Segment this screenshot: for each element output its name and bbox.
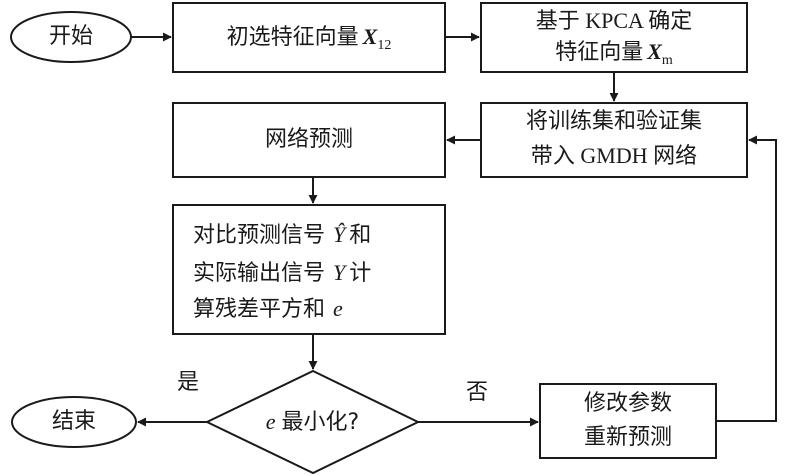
compare-line1-var: Ŷ <box>333 222 346 247</box>
yes-label: 是 <box>177 370 200 395</box>
preselect-sub: 12 <box>377 38 392 53</box>
decision-text: 最小化? <box>281 410 360 435</box>
decision-node <box>204 369 421 475</box>
decision-var: e <box>265 409 276 434</box>
compare-line1-prefix: 对比预测信号 <box>193 223 326 248</box>
predict-label: 网络预测 <box>264 127 353 152</box>
compare-line3-var: e <box>333 296 343 321</box>
preselect-var: X <box>362 24 378 49</box>
kpca-sub: m <box>661 53 673 68</box>
compare-label-line3: 算残差平方和 e <box>193 298 343 321</box>
kpca-text-line1: 基于 KPCA 确定 <box>535 8 693 33</box>
predict-node <box>172 102 446 178</box>
start-label: 开始 <box>48 24 93 49</box>
modify-label-line1: 修改参数 <box>583 391 672 416</box>
compare-line2-prefix: 实际输出信号 <box>193 261 326 286</box>
compare-node <box>172 204 446 335</box>
preselect-text: 初选特征向量 <box>226 25 359 50</box>
train-label-line1: 将训练集和验证集 <box>525 109 702 134</box>
end-label: 结束 <box>51 409 96 434</box>
train-node <box>480 102 748 178</box>
preselect-node <box>172 2 446 73</box>
compare-line2-suffix: 计 <box>349 261 372 286</box>
kpca-var: X <box>647 39 662 64</box>
compare-line3-prefix: 算残差平方和 <box>193 297 326 322</box>
train-text-line2: 带入 GMDH 网络 <box>530 143 698 168</box>
modify-label-line2: 重新预测 <box>583 425 672 450</box>
edge-modify-to-train <box>716 135 777 422</box>
end-node <box>11 396 137 448</box>
kpca-node <box>480 2 748 73</box>
no-label: 否 <box>466 380 489 405</box>
train-label-line2: 带入 GMDH 网络 <box>481 145 747 168</box>
compare-line1-suffix: 和 <box>349 223 372 248</box>
kpca-label-line1: 基于 KPCA 确定 <box>481 10 747 33</box>
kpca-text-line2: 特征向量 <box>555 40 644 65</box>
compare-line2-var: Y <box>333 260 346 285</box>
